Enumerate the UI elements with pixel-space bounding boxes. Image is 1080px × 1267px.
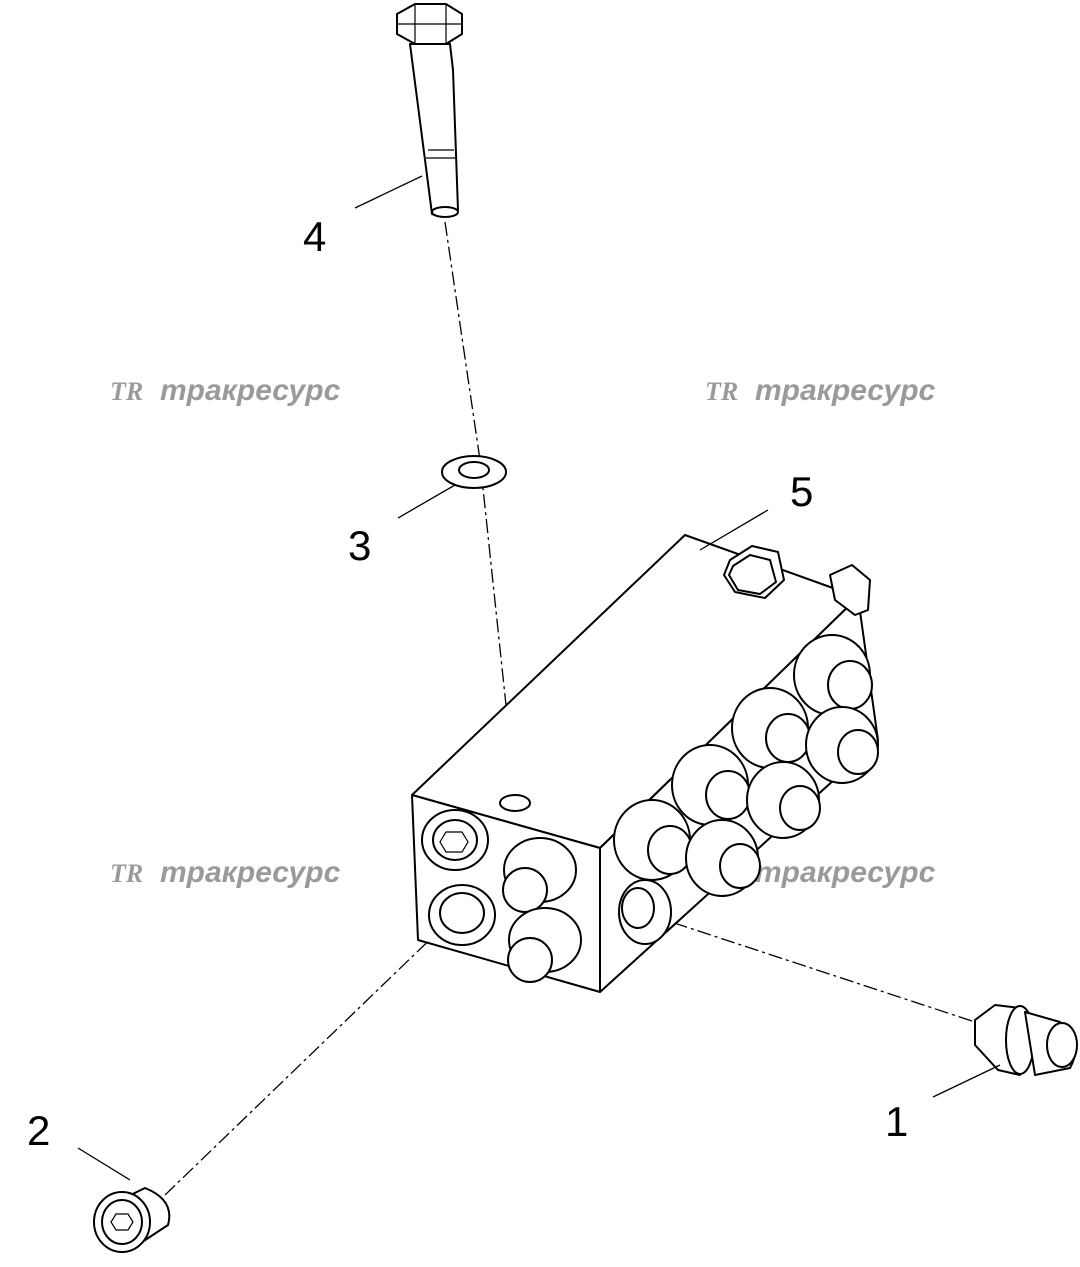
leader-5 — [699, 509, 769, 551]
watermark-logo: TR — [110, 859, 143, 888]
leader-3 — [397, 484, 456, 519]
leader-1 — [932, 1064, 1001, 1098]
watermark-bottom-right: TR тракресурс — [705, 856, 936, 889]
fitting-axis-line — [649, 914, 976, 1023]
part-4-bolt — [396, 3, 463, 218]
bolt-axis-line — [444, 221, 516, 791]
callout-2: 2 — [27, 1107, 50, 1154]
part-5-valve-block — [411, 534, 879, 993]
watermark-top-left: TR тракресурс — [110, 374, 341, 407]
callout-3: 3 — [348, 522, 371, 569]
watermark-logo: TR — [110, 377, 143, 406]
watermark-text: тракресурс — [160, 856, 341, 889]
plug-axis-line — [164, 924, 446, 1196]
watermark-text: тракресурс — [755, 856, 936, 889]
part-1-fitting — [974, 1004, 1078, 1076]
watermark-logo: TR — [705, 377, 738, 406]
watermark-top-right: TR тракресурс — [705, 374, 936, 407]
right-face-fittings — [613, 634, 879, 945]
callout-5: 5 — [790, 468, 813, 515]
callout-4: 4 — [303, 213, 326, 260]
watermark-bottom-left: TR тракресурс — [110, 856, 341, 889]
watermark-text: тракресурс — [160, 374, 341, 407]
leader-4 — [354, 175, 423, 209]
leader-2 — [77, 1147, 131, 1181]
part-3-washer — [441, 455, 507, 489]
part-2-plug — [93, 1187, 171, 1253]
callout-1: 1 — [885, 1098, 908, 1145]
watermark-text: тракресурс — [755, 374, 936, 407]
